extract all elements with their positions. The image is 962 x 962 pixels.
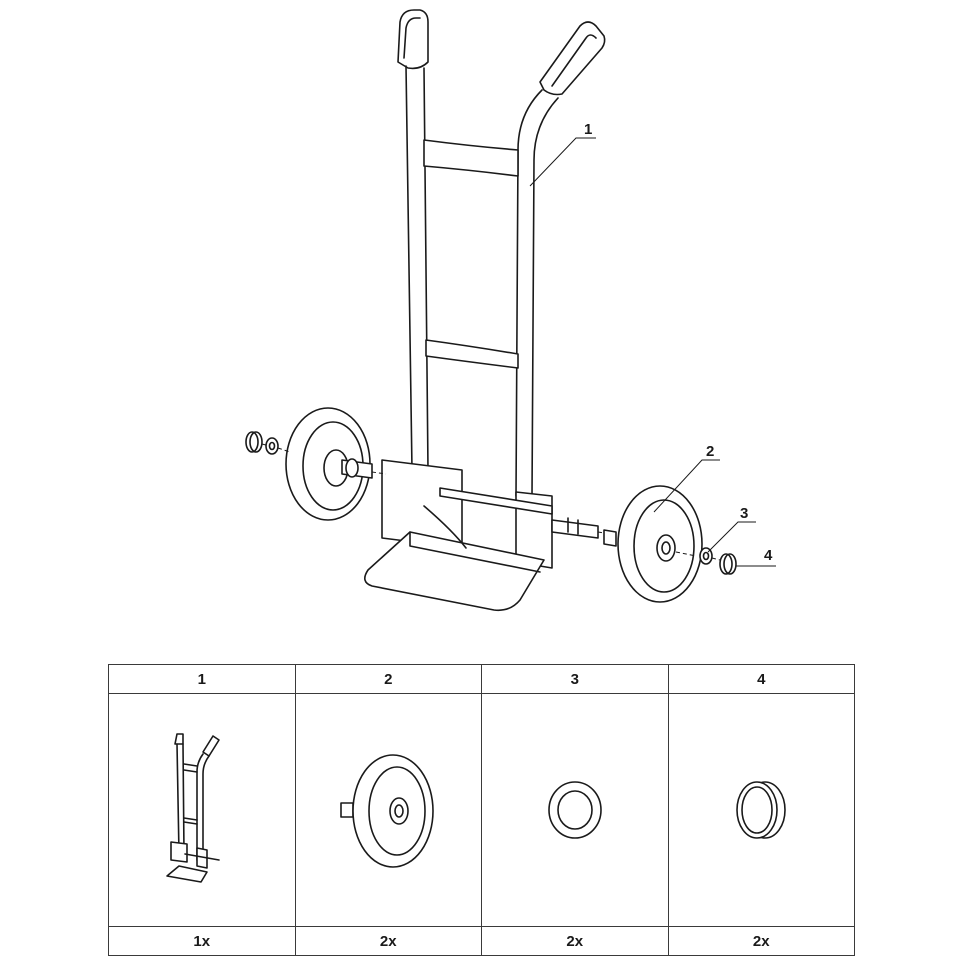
part-image-row <box>108 693 855 927</box>
callout-3: 3 <box>740 505 748 522</box>
part-quantity-1: 1x <box>108 926 296 956</box>
part-number-1: 1 <box>108 664 296 694</box>
parts-list-table: 1 2 3 4 <box>108 664 855 956</box>
left-wheel-assembly <box>245 407 387 521</box>
part-image-cell-1 <box>108 693 296 927</box>
washer-icon <box>547 781 602 839</box>
part-number-2: 2 <box>294 664 482 694</box>
part-quantity-2: 2x <box>294 926 482 956</box>
part-number-row: 1 2 3 4 <box>108 664 855 694</box>
part-number-3: 3 <box>481 664 669 694</box>
part-image-cell-2 <box>294 693 482 927</box>
wheel-icon <box>340 754 435 868</box>
part-image-cell-3 <box>481 693 669 927</box>
part-quantity-3: 2x <box>481 926 669 956</box>
exploded-assembly-diagram: 1 2 3 4 <box>245 9 776 612</box>
right-wheel-assembly <box>551 485 737 603</box>
part-number-4: 4 <box>667 664 855 694</box>
hand-truck-frame <box>364 9 606 612</box>
hand-truck-icon <box>165 733 220 883</box>
part-quantity-4: 2x <box>667 926 855 956</box>
axle-cap-icon <box>736 781 787 839</box>
callout-leaders <box>529 137 776 567</box>
callout-2: 2 <box>706 443 714 460</box>
quantity-row: 1x 2x 2x 2x <box>108 926 855 956</box>
part-image-cell-4 <box>667 693 855 927</box>
callout-1: 1 <box>584 121 592 138</box>
callout-4: 4 <box>764 547 773 564</box>
